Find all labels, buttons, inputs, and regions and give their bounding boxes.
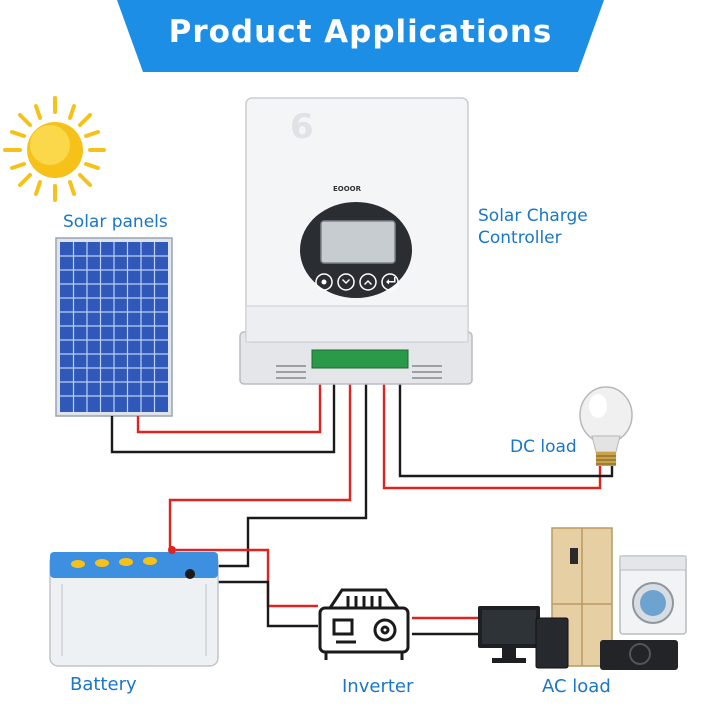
brand-mark: EOOOR: [333, 185, 362, 193]
sun-icon: [3, 96, 106, 202]
inverter-icon: [318, 588, 410, 660]
up-button-icon: [364, 280, 372, 285]
ac-load-label: AC load: [542, 676, 611, 697]
solar-panels-label: Solar panels: [63, 212, 168, 232]
page-title: Product Applications: [168, 14, 553, 50]
wiring: [110, 368, 614, 636]
ac-appliances: [478, 527, 687, 670]
battery-label: Battery: [70, 674, 137, 695]
bulb-icon: [579, 386, 633, 466]
power-button-icon: [321, 279, 327, 285]
model-badge: 6: [290, 107, 314, 147]
inverter-label: Inverter: [342, 676, 414, 697]
controller-label-line2: Controller: [478, 228, 562, 248]
title-banner: [117, 0, 604, 72]
enter-button-icon: [386, 277, 396, 285]
dc-load-label: DC load: [510, 437, 577, 457]
induction-cooker: [600, 640, 678, 670]
controller-label-line1: Solar Charge: [478, 206, 588, 226]
battery-icon: [49, 546, 219, 667]
charge-controller: 6 EOOOR: [239, 97, 473, 385]
down-button-icon: [342, 279, 350, 284]
pc-tower: [535, 617, 569, 669]
lcd-screen: [320, 220, 396, 264]
solar-panel: [55, 237, 173, 417]
